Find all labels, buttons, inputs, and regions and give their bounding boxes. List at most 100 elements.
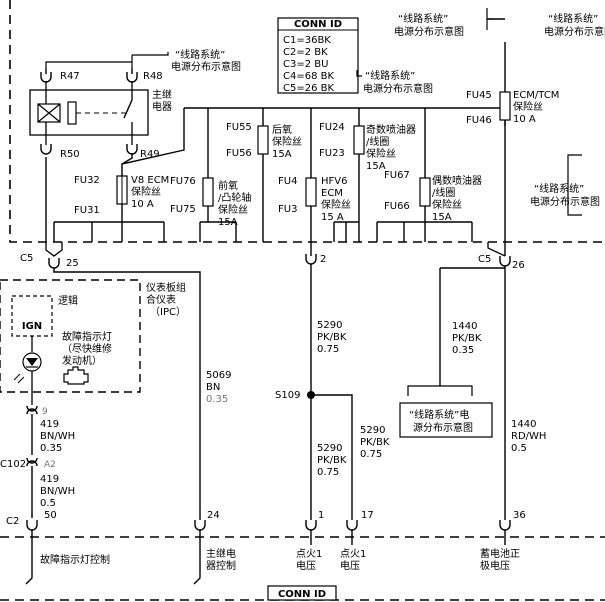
svg-text:“线路系统”: “线路系统” xyxy=(365,69,415,82)
svg-text:源分布示意图: 源分布示意图 xyxy=(413,421,473,434)
main-relay: R47 R48 主继 电器 R50 R49 xyxy=(29,68,172,160)
svg-text:电源分布示意图: 电源分布示意图 xyxy=(544,25,605,38)
svg-text:C102: C102 xyxy=(0,459,26,470)
svg-text:保险丝: 保险丝 xyxy=(131,185,161,198)
svg-text:50: 50 xyxy=(44,510,57,521)
fuse-rear-o2: FU55 FU56 后氧 保险丝 15A xyxy=(226,122,302,242)
svg-text:24: 24 xyxy=(207,510,220,521)
connector-c5-pin25: C5 25 xyxy=(20,242,201,520)
svg-text:“线路系统”: “线路系统” xyxy=(548,12,598,25)
svg-text:FU4: FU4 xyxy=(278,176,297,187)
svg-text:R47: R47 xyxy=(60,71,80,82)
svg-text:S109: S109 xyxy=(275,390,300,401)
svg-text:FU24: FU24 xyxy=(319,122,345,133)
svg-text:“线路系统”: “线路系统” xyxy=(534,182,584,195)
svg-text:C2: C2 xyxy=(6,516,19,527)
connector-c2: C2 50 24 1 17 36 xyxy=(6,510,526,531)
svg-text:FU75: FU75 xyxy=(170,204,196,215)
svg-text:0.75: 0.75 xyxy=(317,467,339,478)
svg-text:419: 419 xyxy=(40,474,59,485)
ref-power-distribution-top-center: “线路系统” 电源分布示意图 xyxy=(356,69,433,95)
ref-power-distribution-top-left: “线路系统” 电源分布示意图 xyxy=(45,48,241,73)
svg-text:电器: 电器 xyxy=(152,100,172,113)
svg-text:前氧: 前氧 xyxy=(218,179,238,192)
svg-text:“线路系统”: “线路系统” xyxy=(398,12,448,25)
svg-text:主继电: 主继电 xyxy=(206,547,236,560)
svg-text:419: 419 xyxy=(40,419,59,430)
connector-pin2: 2 xyxy=(305,253,326,520)
svg-text:BN: BN xyxy=(206,382,220,393)
wire-5069: 5069 BN 0.35 xyxy=(206,370,231,405)
svg-text:0.5: 0.5 xyxy=(511,443,527,454)
svg-text:合仪表: 合仪表 xyxy=(146,293,176,306)
svg-text:R48: R48 xyxy=(143,71,163,82)
ref-power-distribution-top-right: “线路系统” 电源分布示意图 xyxy=(544,12,605,38)
svg-text:器控制: 器控制 xyxy=(206,559,236,572)
svg-text:保险丝: 保险丝 xyxy=(432,198,462,211)
svg-text:17: 17 xyxy=(361,510,374,521)
svg-text:电源分布示意图: 电源分布示意图 xyxy=(394,25,464,38)
svg-text:0.5: 0.5 xyxy=(40,498,56,509)
svg-text:保险丝: 保险丝 xyxy=(321,198,351,211)
svg-text:电源分布示意图: 电源分布示意图 xyxy=(363,82,433,95)
ipc-module: 仪表板组 合仪表 （IPC） 逻辑 IGN 故障指示灯 （尽快维修 发动机） xyxy=(0,279,186,405)
svg-text:15A: 15A xyxy=(272,149,292,160)
svg-text:1440: 1440 xyxy=(452,321,477,332)
svg-text:PK/BK: PK/BK xyxy=(317,455,347,466)
svg-text:PK/BK: PK/BK xyxy=(360,437,390,448)
svg-text:蓄电池正: 蓄电池正 xyxy=(480,547,520,560)
svg-text:C5: C5 xyxy=(20,253,33,264)
svg-text:发动机）: 发动机） xyxy=(62,354,102,367)
wire-5290: 5290 PK/BK 0.75 S109 5290 PK/BK 0.75 529… xyxy=(275,320,390,520)
svg-text:5290: 5290 xyxy=(360,425,385,436)
svg-text:1440: 1440 xyxy=(511,419,536,430)
svg-text:5069: 5069 xyxy=(206,370,231,381)
svg-text:IGN: IGN xyxy=(22,321,42,332)
fuse-even-injector-coil: FU67 FU66 偶数喷油器 /线圈 保险丝 15A xyxy=(384,170,482,223)
svg-text:奇数喷油器: 奇数喷油器 xyxy=(366,123,416,136)
svg-text:FU46: FU46 xyxy=(466,115,492,126)
svg-text:/线圈: /线圈 xyxy=(366,135,389,148)
svg-text:FU32: FU32 xyxy=(74,175,100,186)
svg-text:后氧: 后氧 xyxy=(272,123,292,136)
svg-text:2: 2 xyxy=(320,254,326,265)
conn-id-table-top: CONN ID C1=36BK C2=2 BK C3=2 BU C4=68 BK… xyxy=(277,17,359,94)
svg-text:R49: R49 xyxy=(140,149,160,160)
fuse-odd-injector-coil: FU24 FU23 奇数喷油器 /线圈 保险丝 15A xyxy=(319,122,416,222)
wire-419-circuit: 9 419 BN/WH 0.35 C102 A2 419 BN/WH 0.5 xyxy=(0,405,75,518)
svg-text:5290: 5290 xyxy=(317,443,342,454)
svg-text:V8 ECM: V8 ECM xyxy=(131,175,169,186)
svg-text:仪表板组: 仪表板组 xyxy=(146,281,186,294)
conn-id-row: C5=26 BK xyxy=(283,83,334,94)
svg-text:15A: 15A xyxy=(432,212,452,223)
conn-id-row: C2=2 BK xyxy=(283,47,328,58)
svg-text:FU66: FU66 xyxy=(384,201,410,212)
svg-text:0.35: 0.35 xyxy=(40,443,62,454)
svg-text:BN/WH: BN/WH xyxy=(40,486,75,497)
conn-id-row: C1=36BK xyxy=(283,35,331,46)
svg-text:故障指示灯控制: 故障指示灯控制 xyxy=(40,553,110,566)
svg-text:/线圈: /线圈 xyxy=(432,186,455,199)
svg-text:PK/BK: PK/BK xyxy=(317,332,347,343)
svg-text:主继: 主继 xyxy=(152,88,172,101)
svg-text:FU45: FU45 xyxy=(466,90,492,101)
svg-text:HFV6: HFV6 xyxy=(321,176,347,187)
svg-text:5290: 5290 xyxy=(317,320,342,331)
svg-text:保险丝: 保险丝 xyxy=(366,147,396,160)
svg-text:RD/WH: RD/WH xyxy=(511,431,546,442)
svg-text:ECM: ECM xyxy=(321,188,343,199)
svg-text:“线路系统”电: “线路系统”电 xyxy=(409,408,469,421)
wire-1440: 1440 PK/BK 0.35 “线路系统”电 源分布示意图 1440 RD/W… xyxy=(399,321,546,454)
svg-text:FU55: FU55 xyxy=(226,122,252,133)
svg-text:10 A: 10 A xyxy=(513,114,536,125)
svg-text:1: 1 xyxy=(318,510,324,521)
svg-text:电源分布示意图: 电源分布示意图 xyxy=(171,60,241,73)
svg-text:CONN ID: CONN ID xyxy=(278,589,326,600)
svg-text:“线路系统”: “线路系统” xyxy=(175,48,225,61)
svg-text:15A: 15A xyxy=(366,161,386,172)
svg-text:0.75: 0.75 xyxy=(317,344,339,355)
engine-icon xyxy=(63,366,89,385)
svg-text:FU76: FU76 xyxy=(170,176,196,187)
